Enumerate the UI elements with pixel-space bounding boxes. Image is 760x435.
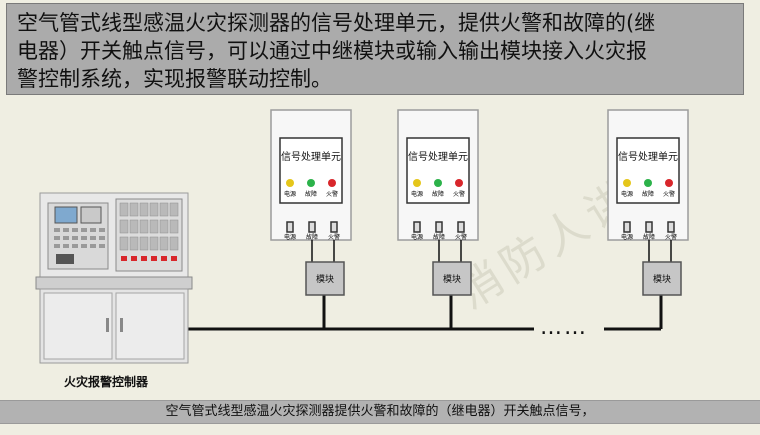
description-line-3: 警控制系统，实现报警联动控制。: [17, 67, 332, 91]
power-led: [413, 179, 421, 187]
unit-2-title: 信号处理单元: [408, 151, 468, 163]
unit-3-title: 信号处理单元: [618, 151, 678, 163]
fault-terminal-label: 故障: [433, 233, 445, 241]
signal-processing-unit-3: 信号处理单元 电源 故障 火警 电源 故障 火警 模块: [607, 109, 689, 296]
continuation-dots: ……: [540, 315, 588, 340]
power-led: [286, 179, 294, 187]
alarm-led: [455, 179, 463, 187]
caption-text: 空气管式线型感温火灾探测器提供火警和故障的（继电器）开关触点信号，: [165, 404, 595, 419]
alarm-led-label: 火警: [453, 190, 465, 198]
fault-led-label: 故障: [642, 190, 654, 198]
fault-led-label: 故障: [432, 190, 444, 198]
alarm-led-label: 火警: [326, 190, 338, 198]
unit-1-title: 信号处理单元: [281, 151, 341, 163]
caption-bar: 空气管式线型感温火灾探测器提供火警和故障的（继电器）开关触点信号，: [0, 400, 760, 424]
fault-led: [644, 179, 652, 187]
fault-led-label: 故障: [305, 190, 317, 198]
description-line-2: 电器）开关触点信号，可以通过中继模块或输入输出模块接入火灾报: [17, 39, 647, 63]
power-terminal-label: 电源: [284, 233, 296, 241]
alarm-terminal-label: 火警: [455, 233, 467, 241]
alarm-terminal-label: 火警: [328, 233, 340, 241]
fault-terminal-label: 故障: [306, 233, 318, 241]
fault-led: [307, 179, 315, 187]
system-diagram: 消防人讲堂 ……: [35, 109, 689, 364]
alarm-led: [665, 179, 673, 187]
power-led: [623, 179, 631, 187]
fault-led: [434, 179, 442, 187]
fire-alarm-controller: [35, 192, 193, 364]
signal-processing-unit-1: 信号处理单元 电源 故障 火警 电源 故障 火警 模块: [270, 109, 352, 296]
module-1-label: 模块: [316, 273, 334, 285]
power-terminal-label: 电源: [621, 233, 633, 241]
power-terminal-label: 电源: [411, 233, 423, 241]
description-line-1: 空气管式线型感温火灾探测器的信号处理单元，提供火警和故障的(继: [17, 11, 656, 35]
fault-terminal-label: 故障: [643, 233, 655, 241]
signal-processing-unit-2: 信号处理单元 电源 故障 火警 电源 故障 火警 模块: [397, 109, 479, 296]
bus-wiring: [188, 295, 663, 331]
alarm-led: [328, 179, 336, 187]
description-box: 空气管式线型感温火灾探测器的信号处理单元，提供火警和故障的(继 电器）开关触点信…: [6, 3, 744, 95]
alarm-terminal-label: 火警: [665, 233, 677, 241]
module-2-label: 模块: [443, 273, 461, 285]
module-3-label: 模块: [653, 273, 671, 285]
power-led-label: 电源: [411, 190, 423, 198]
controller-label: 火灾报警控制器: [64, 375, 149, 389]
alarm-led-label: 火警: [663, 190, 675, 198]
power-led-label: 电源: [621, 190, 633, 198]
power-led-label: 电源: [284, 190, 296, 198]
